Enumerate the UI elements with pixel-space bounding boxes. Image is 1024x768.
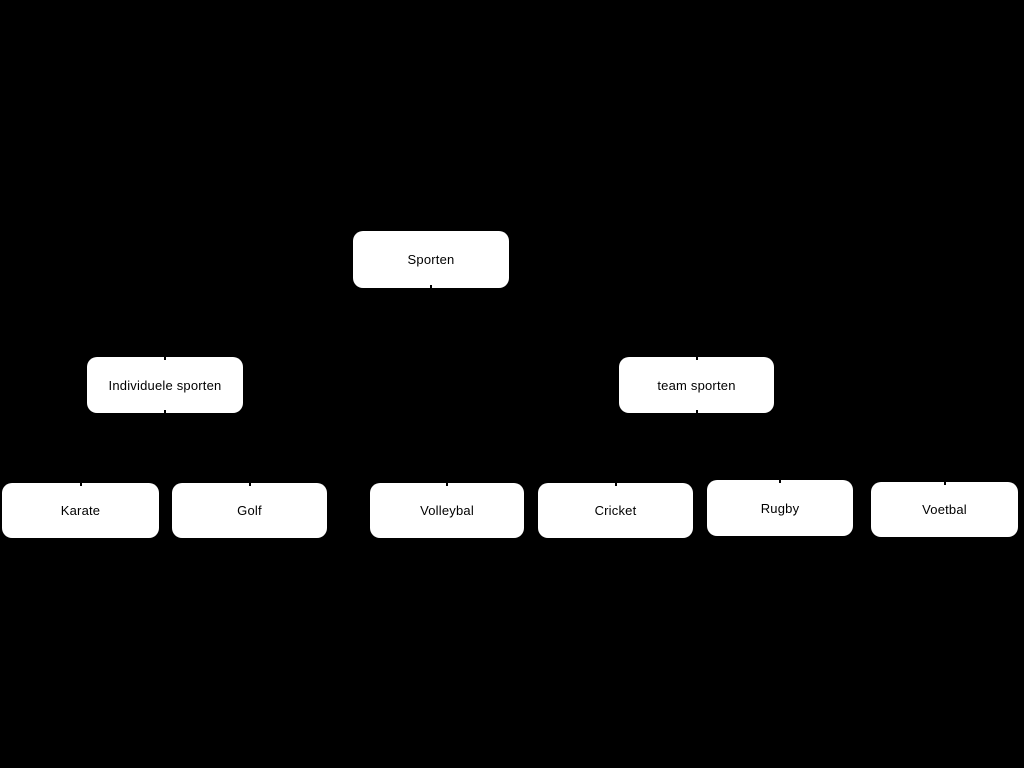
tree-node-label: team sporten: [657, 377, 736, 393]
tree-node-voetbal: Voetbal: [871, 482, 1018, 537]
tree-node-label: Individuele sporten: [108, 377, 222, 393]
tree-node-karate: Karate: [2, 483, 159, 538]
tree-node-label: Rugby: [760, 500, 800, 516]
tree-node-sporten: Sporten: [353, 231, 509, 288]
tree-node-label: Cricket: [594, 503, 637, 518]
tree-node-cricket: Cricket: [538, 483, 693, 538]
tree-node-label: Volleybal: [420, 503, 474, 518]
tree-node-rugby: Rugby: [707, 480, 853, 536]
tree-node-golf: Golf: [172, 483, 327, 538]
tree-node-label: Sporten: [407, 252, 455, 267]
tree-node-individuele-sporten: Individuele sporten: [87, 357, 243, 413]
tree-node-label: Golf: [237, 503, 262, 518]
tree-node-volleybal: Volleybal: [370, 483, 524, 538]
tree-node-team-sporten: team sporten: [619, 357, 774, 413]
tree-node-label: Karate: [60, 503, 101, 518]
tree-node-label: Voetbal: [922, 502, 967, 517]
